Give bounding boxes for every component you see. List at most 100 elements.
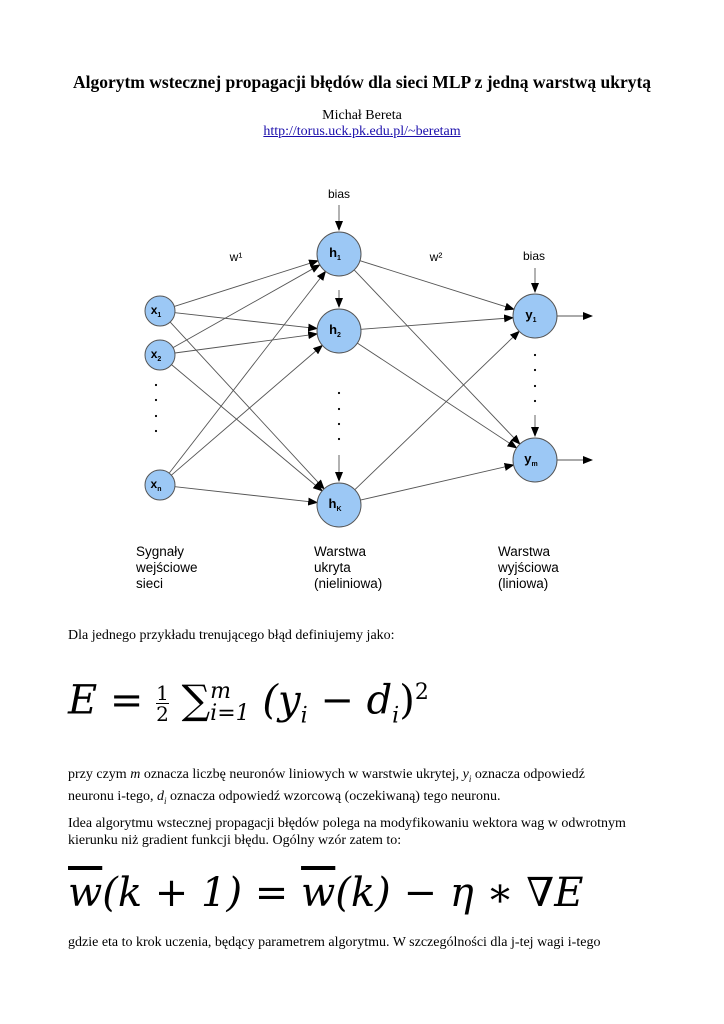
output-dot-1 [533, 368, 537, 372]
hidden-dot-3 [337, 437, 341, 441]
input-dot-0 [154, 383, 158, 387]
paragraph-definitions: przy czym m oznacza liczbę neuronów lini… [68, 766, 668, 810]
formula-close: ) [399, 677, 415, 724]
caption-output-1: Warstwa [498, 544, 550, 559]
output-bias-label: bias [523, 249, 545, 263]
edge-input-1-hidden-1 [174, 331, 319, 354]
formula-e: E [68, 677, 98, 724]
input-neuron-2: xn [144, 469, 176, 501]
formula-y: (y [262, 677, 301, 724]
var-d: d [157, 788, 165, 804]
input-dot-1 [154, 398, 158, 402]
sum-lower: i=1 [210, 701, 250, 727]
text: przy czym [68, 767, 131, 782]
paragraph-eta: gdzie eta to krok uczenia, będący parame… [68, 935, 601, 950]
input-neuron-1-circle [144, 339, 176, 371]
ellipsis-dots [154, 353, 537, 441]
hidden-dot-1 [337, 407, 341, 411]
hidden-neuron-2-circle [316, 482, 362, 528]
vector-w: w [301, 870, 336, 916]
formula-minus: − [320, 677, 354, 724]
hidden-dot-2 [337, 422, 341, 426]
hidden-bias-label: bias [328, 187, 350, 201]
edge-hidden-1-output-0 [360, 314, 515, 330]
hidden-neuron-0-circle [316, 231, 362, 277]
var-m: m [130, 767, 141, 782]
output-dot-3 [533, 399, 537, 403]
text: Idea algorytmu wstecznej propagacji błęd… [68, 816, 626, 831]
output-dot-0 [533, 353, 537, 357]
formula-equals: = [109, 677, 144, 724]
document-title: Algorytm wstecznej propagacji błędów dla… [72, 72, 652, 92]
var-y: y [462, 767, 469, 782]
caption-input-2: wejściowe [135, 560, 198, 575]
weight-update-formula: w(k + 1) = w(k) − η ∗ ∇E [68, 868, 583, 918]
w2-label: w² [429, 250, 443, 264]
edge-input-2-hidden-0 [168, 270, 327, 474]
formula-d-sub: i [392, 703, 400, 729]
input-neuron-2-circle [144, 469, 176, 501]
input-neuron-0-label: x1 [151, 303, 162, 319]
caption-hidden-1: Warstwa [314, 544, 366, 559]
output-neuron-0-circle [512, 293, 558, 339]
paragraph-backprop-idea: Idea algorytmu wstecznej propagacji błęd… [68, 815, 668, 849]
author-name: Michał Bereta [322, 108, 402, 123]
text: kierunku niż gradient funkcji błędu. Ogó… [68, 833, 402, 848]
text: oznacza odpowiedź [471, 767, 585, 782]
input-dot-2 [154, 414, 158, 418]
edge-input-0-hidden-0 [174, 259, 319, 307]
var-d-sub: i [164, 795, 167, 806]
paragraph-error-intro: Dla jednego przykładu trenującego błąd d… [68, 628, 395, 643]
edge-input-0-hidden-1 [174, 312, 319, 332]
input-neuron-0: x1 [144, 295, 176, 327]
fraction-denominator: 2 [156, 701, 169, 726]
hidden-dot-0 [337, 391, 341, 395]
sum-upper: m [210, 679, 232, 705]
edge-hidden-2-output-0 [354, 330, 520, 491]
output-neuron-1: ym [512, 437, 558, 483]
edge-hidden-0-output-0 [359, 260, 515, 311]
author-url: http://torus.uck.pk.edu.pl/~beretam [0, 124, 724, 140]
edge-hidden-2-output-1 [360, 463, 515, 501]
caption-input-3: sieci [136, 576, 163, 591]
input-dot-3 [154, 429, 158, 433]
formula-power: 2 [414, 680, 429, 705]
var-y-sub: i [468, 773, 472, 784]
output-neuron-1-circle [512, 437, 558, 483]
text: neuronu i-tego, [68, 788, 158, 804]
edge-hidden-0-output-1 [353, 269, 521, 445]
formula-part: (k) − η ∗ ∇E [335, 870, 584, 916]
hidden-neuron-1-circle [316, 308, 362, 354]
formula-y-sub: i [300, 703, 308, 729]
neurons: x1 x2 xn h1 h2 hK y1 ym [144, 231, 558, 528]
edge-input-2-hidden-1 [171, 344, 324, 476]
hidden-neuron-1: h2 [316, 308, 362, 354]
output-neuron-0: y1 [512, 293, 558, 339]
input-neuron-2-label: xn [151, 477, 162, 493]
formula-fraction: 1 2 [156, 683, 169, 724]
w1-label: w¹ [229, 250, 243, 264]
caption-output-2: wyjściowa [497, 560, 559, 575]
hidden-neuron-2: hK [316, 482, 362, 528]
input-neuron-0-circle [144, 295, 176, 327]
text: oznacza liczbę neuronów liniowych w wars… [140, 767, 463, 782]
connections [168, 205, 593, 506]
hidden-neuron-0-label: h1 [329, 245, 341, 262]
hidden-neuron-1-label: h2 [329, 322, 341, 339]
output-dot-2 [533, 384, 537, 388]
input-neuron-1-label: x2 [151, 347, 162, 363]
author-link[interactable]: http://torus.uck.pk.edu.pl/~beretam [263, 124, 461, 139]
formula-part: (k + 1) = [102, 870, 302, 916]
edge-input-0-hidden-2 [169, 321, 325, 490]
vector-w: w [68, 870, 103, 916]
text: oznacza odpowiedź wzorcową (oczekiwaną) … [166, 788, 501, 804]
output-neuron-0-label: y1 [525, 307, 536, 324]
fraction-numerator: 1 [156, 680, 169, 705]
formula-d: d [366, 677, 393, 724]
sum-symbol: ∑ [181, 677, 211, 724]
edge-input-1-hidden-2 [171, 364, 323, 492]
hidden-neuron-0: h1 [316, 231, 362, 277]
